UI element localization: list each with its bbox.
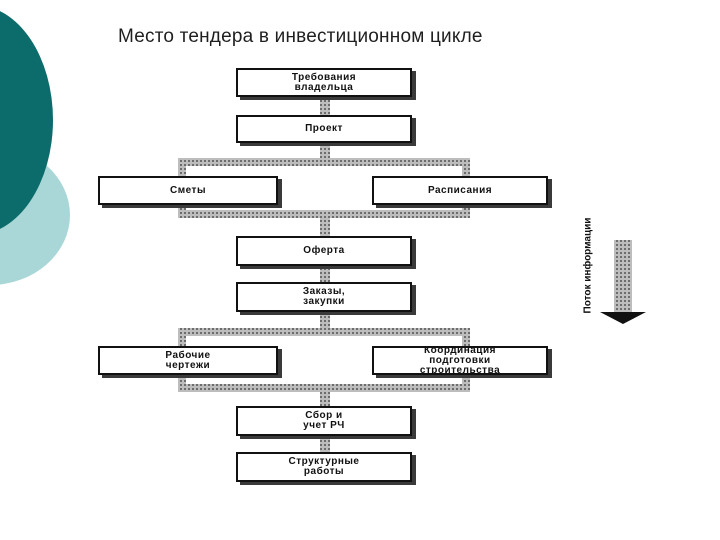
box-project: Проект [236,115,412,143]
merge-band-bottom [178,384,470,392]
connector [462,158,470,176]
split-band-top [178,158,470,166]
information-flow-label: Поток информации [577,217,599,313]
connector [320,218,330,236]
connector [462,375,470,392]
connector [320,436,330,452]
box-owner-requirements: Требования владельца [236,68,412,97]
box-collection: Сбор и учет РЧ [236,406,412,436]
split-band-bottom [178,328,470,336]
connector [320,143,330,159]
box-orders: Заказы, закупки [236,282,412,312]
box-working-drawings: Рабочие чертежи [98,346,278,375]
box-structural-works: Структурные работы [236,452,412,482]
connector [462,205,470,218]
connector [462,328,470,346]
connector [320,97,330,115]
box-schedules: Расписания [372,176,548,205]
box-estimates: Сметы [98,176,278,205]
box-offer: Оферта [236,236,412,266]
connector [178,375,186,392]
dark-teal-circle [0,11,53,229]
connector [178,328,186,346]
connector [320,266,330,282]
box-coordination: Координация подготовки строительства [372,345,548,375]
down-arrow-icon [600,240,646,324]
connector [178,158,186,176]
connector [178,205,186,218]
connector [320,392,330,406]
slide-title: Место тендера в инвестиционном цикле [118,26,483,47]
connector [320,312,330,328]
information-flow-text: Поток информации [582,217,594,313]
merge-band-top [178,210,470,218]
